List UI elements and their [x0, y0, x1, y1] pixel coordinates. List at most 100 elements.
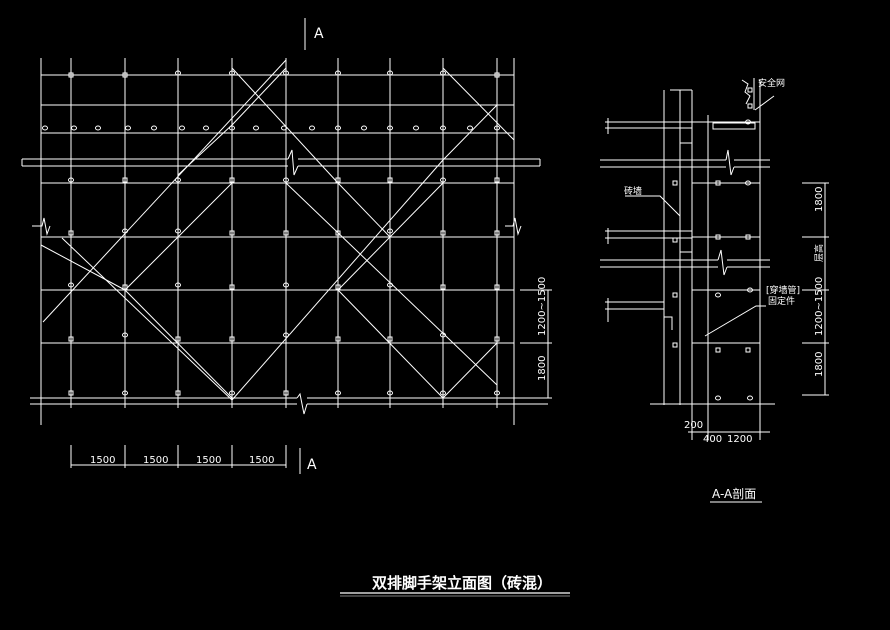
left-break-mark: [32, 217, 51, 236]
pipe-circle: [440, 70, 446, 76]
pipe-circle: [175, 228, 181, 234]
drawing-title: 双排脚手架立面图（砖混）: [372, 574, 552, 592]
coupler-square: [68, 72, 74, 78]
pipe-circle: [253, 125, 259, 131]
pipe-circle: [440, 332, 446, 338]
coupler-square: [494, 336, 500, 342]
coupler-square: [283, 390, 289, 396]
coupler-square: [672, 292, 678, 298]
elevation-bay-dimensions: 1500 1500 1500 1500: [70, 445, 287, 468]
elevation-side-dimensions: 1200~1500 1800: [520, 277, 552, 399]
section-caption: A-A剖面: [712, 487, 756, 501]
side-dim-upper: 1200~1500: [537, 277, 548, 336]
elevation-ledgers: [41, 74, 514, 344]
pipe-circle: [229, 125, 235, 131]
pipe-circle: [715, 292, 721, 298]
bay-dim-1: 1500: [90, 455, 115, 466]
section-dim-outer: 1200: [727, 434, 752, 445]
pipe-circle: [283, 177, 289, 183]
pipe-circle: [747, 395, 753, 401]
pipe-circle: [229, 390, 235, 396]
pipe-circle: [387, 228, 393, 234]
coupler-square: [440, 230, 446, 236]
coupler-square: [335, 177, 341, 183]
coupler-square: [747, 103, 753, 109]
pipe-circle: [361, 125, 367, 131]
pipe-circle: [203, 125, 209, 131]
coupler-square: [68, 336, 74, 342]
section-dim-mid: 1200~1500: [814, 277, 825, 336]
coupler-square: [68, 390, 74, 396]
coupler-square: [175, 336, 181, 342]
pipe-circle: [747, 287, 753, 293]
side-dim-lower: 1800: [537, 356, 548, 381]
pipe-circle: [68, 177, 74, 183]
pipe-circle: [387, 390, 393, 396]
coupler-square: [229, 284, 235, 290]
pipe-circle: [335, 390, 341, 396]
pipe-circle: [122, 228, 128, 234]
pipe-circle: [440, 125, 446, 131]
pipe-circle: [281, 125, 287, 131]
section-marker-bottom-label: A: [307, 457, 317, 473]
coupler-square: [745, 234, 751, 240]
section-slab-1: [600, 118, 770, 176]
coupler-square: [440, 284, 446, 290]
section-dim-gap: 200: [684, 420, 703, 431]
pipe-circle: [283, 70, 289, 76]
section-marker-bottom: A: [299, 448, 317, 474]
coupler-square: [715, 234, 721, 240]
pipe-circle: [494, 125, 500, 131]
pipe-circle: [335, 125, 341, 131]
coupler-square: [387, 336, 393, 342]
wall-leader: [625, 195, 681, 217]
tie-leader: [704, 305, 766, 337]
coupler-square: [175, 390, 181, 396]
coupler-square: [672, 180, 678, 186]
elevation-cross-braces: [40, 59, 515, 401]
pipe-circle: [125, 125, 131, 131]
coupler-square: [122, 177, 128, 183]
safety-net-detail: [712, 79, 775, 130]
coupler-square: [715, 180, 721, 186]
coupler-square: [387, 177, 393, 183]
coupler-square: [229, 336, 235, 342]
section-dim-inner: 400: [703, 434, 722, 445]
pipe-circle: [745, 180, 751, 186]
pipe-circle: [151, 125, 157, 131]
coupler-square: [122, 284, 128, 290]
pipe-circle: [175, 282, 181, 288]
pipe-circle: [387, 125, 393, 131]
coupler-square: [335, 230, 341, 236]
pipe-circle: [335, 70, 341, 76]
pipe-circle: [42, 125, 48, 131]
section-dim-lower: 1800: [814, 352, 825, 377]
elevation-joint-markers: [42, 70, 500, 396]
section-slab-3: [605, 298, 673, 330]
section-dim-upper: 1800: [814, 187, 825, 212]
pipe-circle: [95, 125, 101, 131]
coupler-square: [745, 347, 751, 353]
coupler-square: [494, 284, 500, 290]
coupler-square: [494, 230, 500, 236]
pipe-circle: [387, 70, 393, 76]
coupler-square: [672, 237, 678, 243]
elevation-floor-slab: [21, 149, 541, 176]
pipe-circle: [387, 282, 393, 288]
pipe-circle: [229, 70, 235, 76]
coupler-square: [494, 72, 500, 78]
coupler-square: [229, 177, 235, 183]
coupler-square: [715, 347, 721, 353]
bay-dim-2: 1500: [143, 455, 168, 466]
pipe-circle: [283, 282, 289, 288]
section-view: [600, 78, 829, 440]
section-marker-top: A: [304, 18, 324, 50]
coupler-square: [747, 87, 753, 93]
elevation-ground: [30, 392, 548, 415]
pipe-circle: [175, 177, 181, 183]
pipe-circle: [179, 125, 185, 131]
pipe-circle: [122, 390, 128, 396]
pipe-circle: [122, 332, 128, 338]
pipe-circle: [715, 395, 721, 401]
coupler-square: [68, 230, 74, 236]
